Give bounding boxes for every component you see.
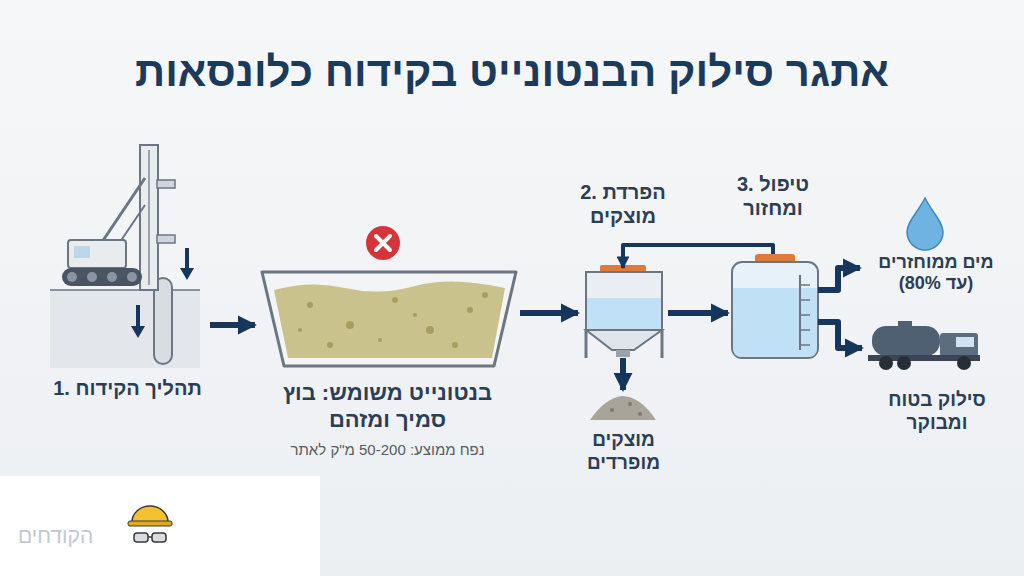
flow-arrow — [623, 245, 773, 268]
drilling-rig — [50, 145, 200, 368]
watermark: הקודחים — [18, 524, 93, 548]
caption: מים ממוחזרים (עד 80%) — [866, 252, 1006, 295]
separation-stage: 2. הפרדת מוצקים — [578, 268, 668, 358]
flow-arrow — [818, 268, 860, 290]
caption: בנטונייט משומש: בוץ סמיך ומזהם — [270, 380, 505, 433]
solids-output: מוצקים מופרדים — [575, 390, 672, 475]
flow-arrow — [620, 358, 626, 390]
rig-stage: 1. תהליך הקידוח — [45, 145, 210, 400]
water-output: מים ממוחזרים (עד 80%) — [860, 195, 1012, 295]
flow-arrow — [668, 310, 728, 316]
flow-arrow — [520, 310, 578, 316]
caption: נפח ממוצע: 50-200 מ"ק לאתר — [290, 441, 484, 458]
treatment-stage: 3. טיפול ומחזור — [728, 260, 818, 360]
helmet-icon — [128, 506, 172, 542]
flow-arrow — [818, 322, 862, 348]
flow-arrow — [210, 322, 255, 328]
disposal-output: סילוק בטוח ומבוקר — [862, 318, 1012, 435]
title: אתגר סילוק הבנטונייט בקידוח כלונסאות — [0, 48, 1024, 96]
slurry-pit — [262, 226, 516, 366]
caption: סילוק בטוח ומבוקר — [867, 389, 1007, 435]
treatment-tank — [732, 254, 818, 358]
caption: 1. תהליך הקידוח — [53, 376, 202, 400]
solids-pile — [590, 396, 656, 420]
separator-hopper — [586, 265, 662, 358]
stage-heading: 3. טיפול ומחזור — [707, 172, 839, 220]
water-drop — [907, 198, 943, 250]
caption: מוצקים מופרדים — [575, 429, 672, 475]
stage-heading: 2. הפרדת מוצקים — [557, 180, 689, 228]
watermark-panel — [0, 476, 320, 576]
tanker-truck — [868, 321, 980, 370]
slurry-stage: בנטונייט משומש: בוץ סמיך ומזהם נפח ממוצע:… — [255, 228, 520, 458]
